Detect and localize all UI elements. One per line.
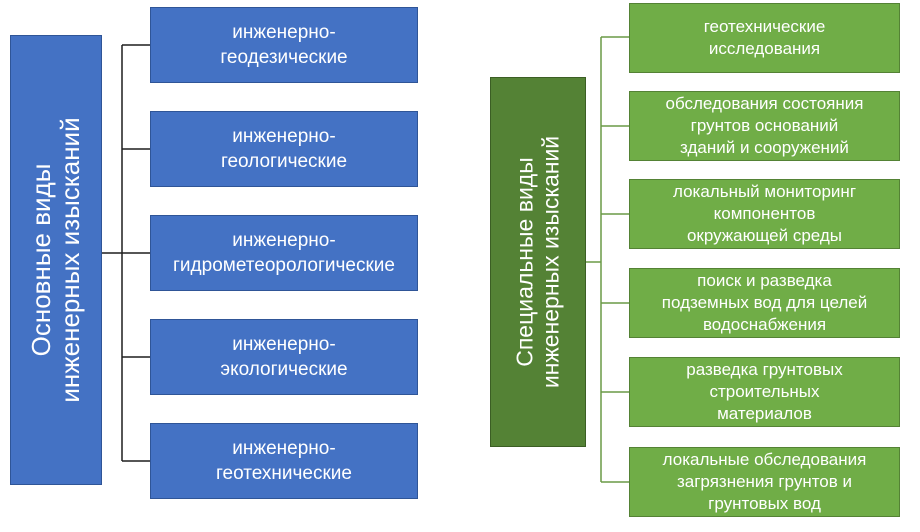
groundwater-exploration-label: поиск и разведка подземных вод для целей… (661, 271, 868, 334)
environmental-monitoring-box: локальный мониторинг компонентов окружаю… (629, 179, 900, 249)
geotechnical-survey-box: инженерно- геотехнические (150, 423, 418, 499)
special-survey-types-box: Специальные виды инженерных изысканий (490, 77, 586, 447)
foundation-soil-inspection-label: обследования состояния грунтов оснований… (665, 94, 864, 157)
main-survey-types-title: Основные виды инженерных изысканий (25, 117, 85, 403)
soil-contamination-inspection-box: локальные обследования загрязнения грунт… (629, 447, 900, 517)
geotechnical-survey-label: инженерно- геотехнические (216, 437, 352, 484)
geotechnical-research-box: геотехнические исследования (629, 3, 900, 73)
right-connectors (586, 36, 629, 483)
geodetic-survey-label: инженерно- геодезические (220, 21, 348, 68)
main-survey-types-box: Основные виды инженерных изысканий (10, 35, 102, 485)
construction-materials-exploration-box: разведка грунтовых строительных материал… (629, 357, 900, 427)
geological-survey-label: инженерно- геологические (220, 125, 348, 172)
hydrometeorological-survey-box: инженерно- гидрометеорологические (150, 215, 418, 291)
environmental-monitoring-label: локальный мониторинг компонентов окружаю… (672, 182, 857, 245)
hydrometeorological-survey-label: инженерно- гидрометеорологические (173, 229, 395, 276)
groundwater-exploration-box: поиск и разведка подземных вод для целей… (629, 268, 900, 338)
soil-contamination-inspection-label: локальные обследования загрязнения грунт… (662, 450, 867, 513)
geodetic-survey-box: инженерно- геодезические (150, 7, 418, 83)
geological-survey-box: инженерно- геологические (150, 111, 418, 187)
ecological-survey-box: инженерно- экологические (150, 319, 418, 395)
left-connectors (102, 44, 150, 462)
geotechnical-research-label: геотехнические исследования (703, 17, 826, 58)
ecological-survey-label: инженерно- экологические (220, 333, 348, 380)
special-survey-types-title: Специальные виды инженерных изысканий (511, 135, 563, 389)
foundation-soil-inspection-box: обследования состояния грунтов оснований… (629, 91, 900, 161)
construction-materials-exploration-label: разведка грунтовых строительных материал… (686, 360, 843, 423)
